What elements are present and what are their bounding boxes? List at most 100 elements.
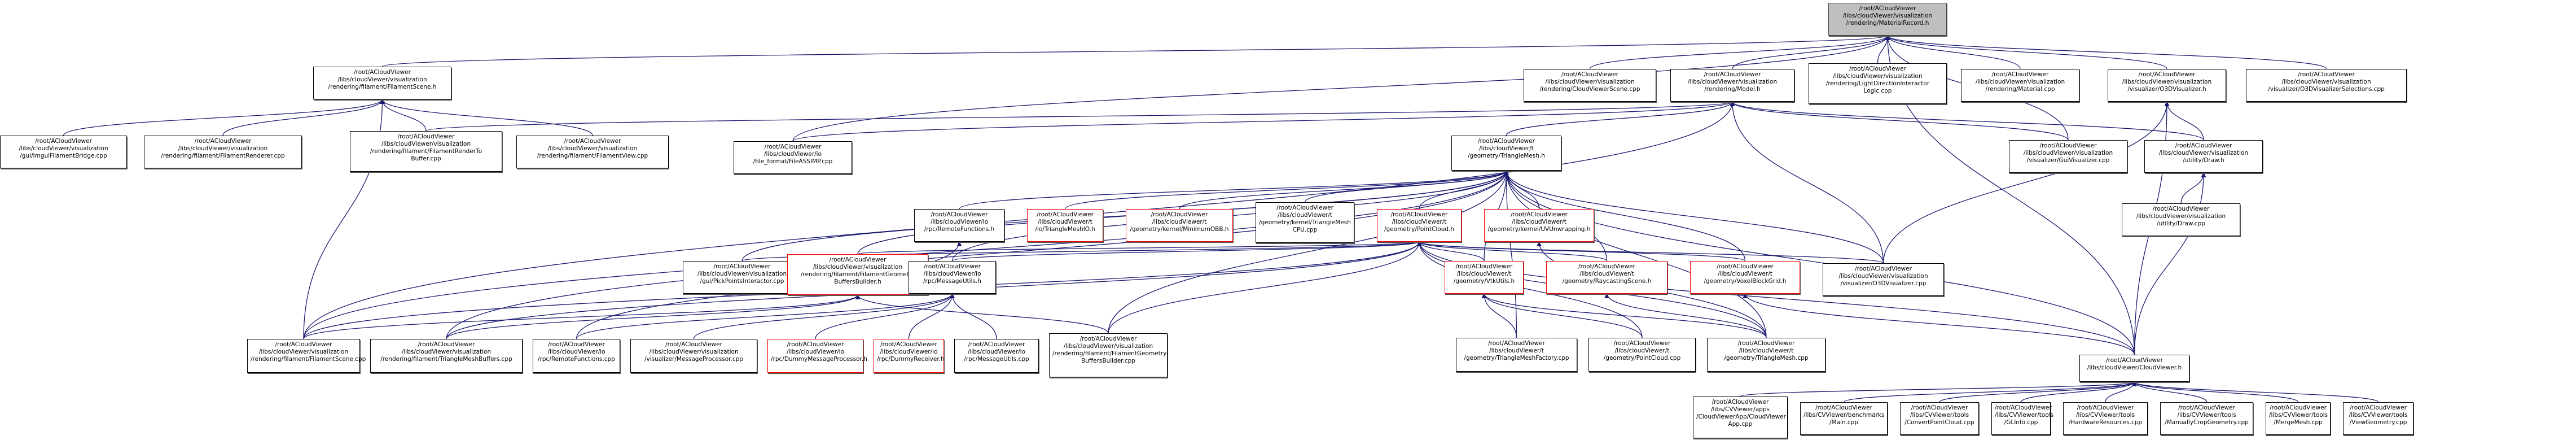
node-draw-cpp[interactable]: /root/ACloudViewer/libs/cloudViewer/visu…	[2122, 203, 2240, 236]
node-hw-res[interactable]: /root/ACloudViewer/libs/CVViewer/tools/H…	[2063, 402, 2148, 435]
node-label-line: /libs/CVViewer/benchmarks	[1803, 412, 1885, 419]
node-model-h[interactable]: /root/ACloudViewer/libs/cloudViewer/visu…	[1670, 69, 1794, 102]
node-remote-fn-h[interactable]: /root/ACloudViewer/libs/cloudViewer/io/r…	[914, 209, 1004, 242]
node-label-line: /root/ACloudViewer	[397, 133, 455, 140]
node-root[interactable]: /root/ACloudViewer/libs/cloudViewer/visu…	[1828, 3, 1947, 36]
node-label-line: /libs/cloudViewer/t	[1739, 347, 1794, 354]
edge-triMeshFactory-to-triMesh_h	[1503, 170, 1517, 338]
node-fil-geom-bb-h[interactable]: /root/ACloudViewer/libs/cloudViewer/visu…	[787, 254, 928, 295]
node-draw-h[interactable]: /root/ACloudViewer/libs/cloudViewer/visu…	[2144, 140, 2263, 173]
node-point-cloud-h[interactable]: /root/ACloudViewer/libs/cloudViewer/t/ge…	[1377, 209, 1462, 242]
node-label-line: /libs/cloudViewer/visualization	[337, 76, 427, 83]
node-fil-scene-cpp[interactable]: /root/ACloudViewer/libs/cloudViewer/visu…	[247, 339, 366, 373]
node-o3dvis-h[interactable]: /root/ACloudViewer/libs/cloudViewer/visu…	[2108, 69, 2226, 102]
node-dummy-msg-proc[interactable]: /root/ACloudViewer/libs/cloudViewer/io/r…	[767, 339, 867, 373]
edge-lightDir-to-root	[1877, 35, 1890, 64]
edge-fileASSIMP-to-root	[792, 35, 1890, 142]
node-label-line: /MergeMesh.cpp	[2274, 419, 2323, 426]
node-remote-fn-cpp[interactable]: /root/ACloudViewer/libs/cloudViewer/io/r…	[533, 339, 620, 373]
node-label-line: /libs/cloudViewer/visualization	[1063, 343, 1153, 350]
node-gui-vis[interactable]: /root/ACloudViewer/libs/cloudViewer/visu…	[2009, 140, 2127, 173]
node-label-line: /root/ACloudViewer	[829, 256, 887, 263]
node-fil-renderer[interactable]: /root/ACloudViewer/libs/cloudViewer/visu…	[144, 136, 302, 168]
node-label-line: /visualizer/MessageProcessor.cpp	[644, 356, 743, 363]
node-merge-mesh[interactable]: /root/ACloudViewer/libs/CVViewer/tools/M…	[2266, 402, 2331, 435]
node-fil-render-to-buffer[interactable]: /root/ACloudViewer/libs/cloudViewer/visu…	[350, 131, 502, 172]
edge-msgUtils_cpp-to-msgUtils_h	[949, 293, 997, 339]
node-label-line: /libs/CVViewer/tools	[2075, 412, 2135, 419]
node-msg-utils-cpp[interactable]: /root/ACloudViewer/libs/cloudViewer/io/r…	[954, 339, 1039, 373]
edge-dummyReceiver-to-msgUtils_h	[908, 293, 955, 339]
node-cloud-viewer-scene[interactable]: /root/ACloudViewer/libs/cloudViewer/visu…	[1524, 69, 1656, 102]
node-label-line: BuffersBuilder.h	[834, 278, 881, 285]
node-o3dvis-cpp[interactable]: /root/ACloudViewer/libs/cloudViewer/visu…	[1823, 263, 1944, 296]
node-tri-mesh-factory[interactable]: /root/ACloudViewer/libs/cloudViewer/t/ge…	[1456, 338, 1577, 372]
node-label-line: /libs/cloudViewer/io	[763, 151, 822, 158]
node-dummy-receiver[interactable]: /root/ACloudViewer/libs/cloudViewer/io/r…	[874, 339, 945, 373]
node-label-line: /ConvertPointCloud.cpp	[1904, 419, 1974, 426]
node-o3dvis-sel[interactable]: /root/ACloudViewer/libs/cloudViewer/visu…	[2246, 69, 2407, 102]
edge-pointCloud_cpp-to-vtkUtils	[1481, 293, 1643, 338]
node-point-cloud-cpp[interactable]: /root/ACloudViewer/libs/cloudViewer/t/ge…	[1588, 338, 1696, 372]
node-label-line: /libs/cloudViewer/io	[923, 271, 981, 277]
node-label-line: /visualizer/O3DVisualizer.h	[2127, 86, 2206, 93]
node-min-obb[interactable]: /root/ACloudViewer/libs/cloudViewer/t/ge…	[1126, 209, 1233, 242]
node-voxel-block[interactable]: /root/ACloudViewer/libs/cloudViewer/t/ge…	[1690, 261, 1800, 294]
node-gl-info[interactable]: /root/ACloudViewer/libs/CVViewer/tools/G…	[1991, 402, 2054, 435]
node-view-geom[interactable]: /root/ACloudViewer/libs/CVViewer/tools/V…	[2343, 402, 2413, 435]
node-label-line: /root/ACloudViewer	[1578, 263, 1635, 270]
node-cloud-viewer-h[interactable]: /root/ACloudViewer/libs/cloudViewer/Clou…	[2079, 355, 2189, 382]
edge-cvApp-to-cloudViewer_h	[1740, 381, 2137, 397]
node-tri-mesh-buffers[interactable]: /root/ACloudViewer/libs/cloudViewer/visu…	[370, 339, 523, 373]
node-cv-app[interactable]: /root/ACloudViewer/libs/CVViewer/apps/Cl…	[1693, 397, 1788, 438]
node-label-line: /libs/cloudViewer/visualization	[2158, 150, 2249, 156]
node-label-line: /libs/cloudViewer/CloudViewer.h	[2087, 364, 2182, 371]
node-label-line: /libs/cloudViewer/t	[1152, 219, 1207, 225]
node-file-assimp[interactable]: /root/ACloudViewer/libs/cloudViewer/io/f…	[734, 141, 852, 174]
edge-triMesh_cpp-to-vtkUtils	[1481, 293, 1767, 338]
node-pick-points[interactable]: /root/ACloudViewer/libs/cloudViewer/visu…	[683, 261, 801, 294]
node-crop-geom[interactable]: /root/ACloudViewer/libs/CVViewer/tools/M…	[2160, 402, 2253, 435]
node-light-dir[interactable]: /root/ACloudViewer/libs/cloudViewer/visu…	[1809, 63, 1947, 104]
node-msg-utils-h[interactable]: /root/ACloudViewer/libs/cloudViewer/io/r…	[909, 261, 996, 294]
node-label-line: /libs/cloudViewer/visualization	[258, 348, 349, 355]
node-material-cpp[interactable]: /root/ACloudViewer/libs/cloudViewer/visu…	[1961, 69, 2079, 102]
edge-triMesh_cpp-to-triMesh_h	[1503, 170, 1767, 338]
node-filament-scene-h[interactable]: /root/ACloudViewer/libs/cloudViewer/visu…	[313, 67, 451, 99]
node-label-line: /geometry/kernel/UVUnwrapping.h	[1487, 226, 1591, 233]
edge-o3dvis_cpp-to-triMesh_h	[1504, 170, 1884, 264]
node-label-line: /root/ACloudViewer	[1991, 71, 2049, 78]
edge-draw_cpp-to-draw_h	[2180, 172, 2206, 204]
node-tri-mesh-cpp[interactable]: /root/ACloudViewer/libs/cloudViewer/t/ge…	[1707, 338, 1825, 372]
node-bench-main[interactable]: /root/ACloudViewer/libs/CVViewer/benchma…	[1800, 402, 1888, 435]
node-raycasting[interactable]: /root/ACloudViewer/libs/cloudViewer/t/ge…	[1546, 261, 1667, 294]
node-label-line: /visualizer/GuiVisualizer.cpp	[2026, 157, 2110, 164]
node-fil-geom-bb-cpp[interactable]: /root/ACloudViewer/libs/cloudViewer/visu…	[1049, 333, 1168, 377]
edge-cloudViewerScene-to-root	[1589, 35, 1890, 69]
node-label-line: /root/ACloudViewer	[1815, 404, 1872, 411]
node-uv-unwrap[interactable]: /root/ACloudViewer/libs/cloudViewer/t/ge…	[1484, 209, 1594, 242]
node-label-line: /ViewGeometry.cpp	[2349, 419, 2407, 426]
node-imgui-bridge[interactable]: /root/ACloudViewer/libs/cloudViewer/visu…	[0, 136, 127, 168]
node-label-line: /rendering/Material.cpp	[1985, 86, 2055, 93]
node-vtk-utils[interactable]: /root/ACloudViewer/libs/cloudViewer/t/ge…	[1445, 261, 1524, 294]
edge-cloudViewer_h-to-draw_h	[2134, 172, 2206, 355]
edge-filGeomBB_cpp-to-pointCloud_h	[1108, 241, 1422, 334]
edge-filGeomBB_h-to-pointCloud_h	[857, 241, 1421, 255]
node-label-line: /libs/CVViewer/tools	[1995, 412, 2054, 419]
node-label-line: /root/ACloudViewer	[1995, 404, 2052, 411]
edge-filRenderer-to-filamentScene_h	[222, 99, 385, 136]
node-msg-processor[interactable]: /root/ACloudViewer/libs/cloudViewer/visu…	[630, 339, 757, 373]
node-fil-view[interactable]: /root/ACloudViewer/libs/cloudViewer/visu…	[516, 136, 669, 168]
node-label-line: /libs/cloudViewer/visualization	[401, 348, 491, 355]
node-tri-mesh-cpu[interactable]: /root/ACloudViewer/libs/cloudViewer/t/ge…	[1256, 202, 1354, 243]
node-label-line: /Main.cpp	[1829, 419, 1859, 426]
node-label-line: /rpc/DummyReceiver.h	[877, 356, 945, 363]
edge-draw_h-to-model_h	[1730, 101, 2204, 141]
node-tri-mesh-h[interactable]: /root/ACloudViewer/libs/cloudViewer/t/ge…	[1451, 136, 1561, 171]
node-tri-mesh-io[interactable]: /root/ACloudViewer/libs/cloudViewer/t/io…	[1027, 209, 1103, 242]
node-label-line: BuffersBuilder.cpp	[1081, 358, 1135, 364]
node-label-line: /root/ACloudViewer	[931, 211, 988, 218]
node-convert-pc[interactable]: /root/ACloudViewer/libs/CVViewer/tools/C…	[1900, 402, 1979, 435]
node-label-line: /libs/cloudViewer/visualization	[547, 145, 638, 152]
